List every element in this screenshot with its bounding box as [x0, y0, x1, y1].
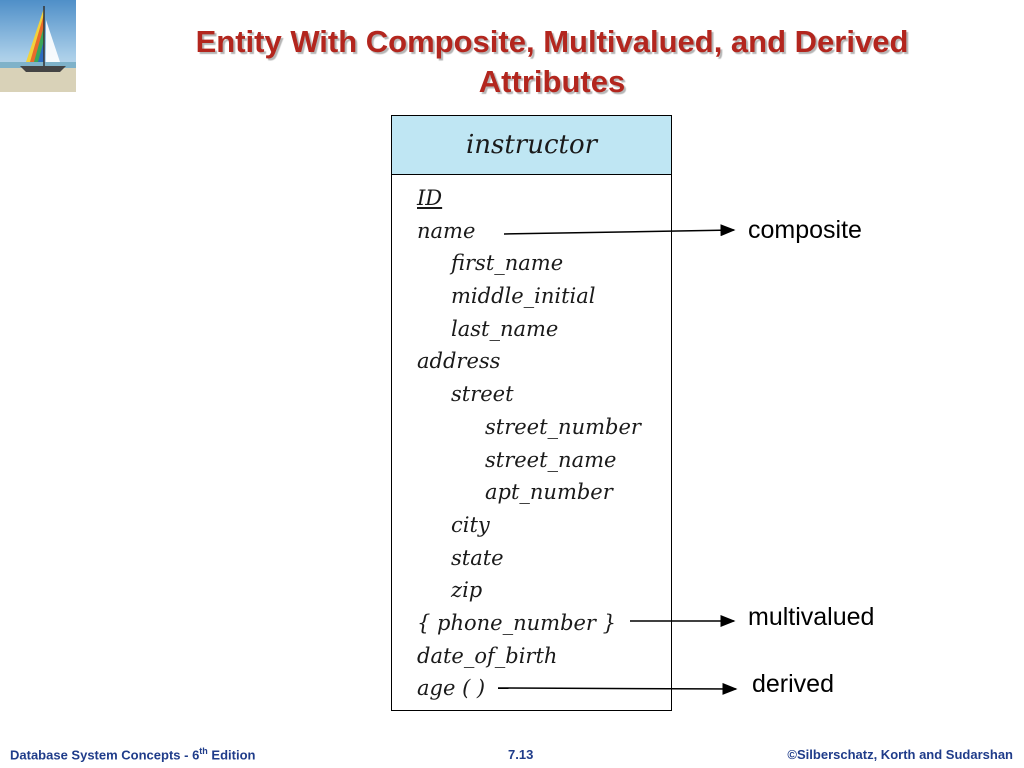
footer-copyright: ©Silberschatz, Korth and Sudarshan: [787, 747, 1013, 762]
attribute-item: ID: [417, 186, 443, 210]
attribute-item: date_of_birth: [417, 643, 558, 668]
attribute-item: age ( ): [417, 676, 486, 701]
attribute-item: first_name: [451, 251, 564, 276]
attribute-item: address: [417, 349, 501, 374]
callout-derived: derived: [752, 670, 834, 698]
attribute-item: street_name: [485, 447, 617, 472]
attribute-item: state: [451, 545, 504, 570]
footer-book-title: Database System Concepts - 6th Edition: [10, 746, 255, 762]
entity-box: instructor ID name first_name middle_initia…: [391, 115, 672, 711]
slide-title: Entity With Composite, Multivalued, and …: [80, 22, 1024, 102]
entity-name: instructor: [392, 116, 671, 175]
slide-title-line2: Attributes: [478, 64, 626, 99]
attribute-item: last_name: [451, 316, 559, 341]
attribute-item: name: [417, 218, 476, 243]
attribute-item: street_number: [485, 414, 641, 439]
attribute-item: zip: [451, 578, 483, 603]
footer-edition-suffix: Edition: [207, 747, 256, 762]
footer-edition-sup: th: [199, 745, 208, 756]
attribute-item: apt_number: [485, 480, 613, 505]
callout-composite: composite: [748, 216, 862, 244]
slide-title-line1: Entity With Composite, Multivalued, and …: [195, 24, 909, 59]
callout-multivalued: multivalued: [748, 603, 875, 631]
attribute-item: city: [451, 512, 490, 537]
sailboat-logo-icon: [0, 0, 76, 92]
attribute-item: middle_initial: [451, 284, 596, 309]
footer-book-prefix: Database System Concepts - 6: [10, 747, 200, 762]
footer-page-number: 7.13: [508, 747, 534, 762]
attribute-item: { phone_number }: [417, 610, 617, 635]
attribute-item: street: [451, 382, 514, 407]
